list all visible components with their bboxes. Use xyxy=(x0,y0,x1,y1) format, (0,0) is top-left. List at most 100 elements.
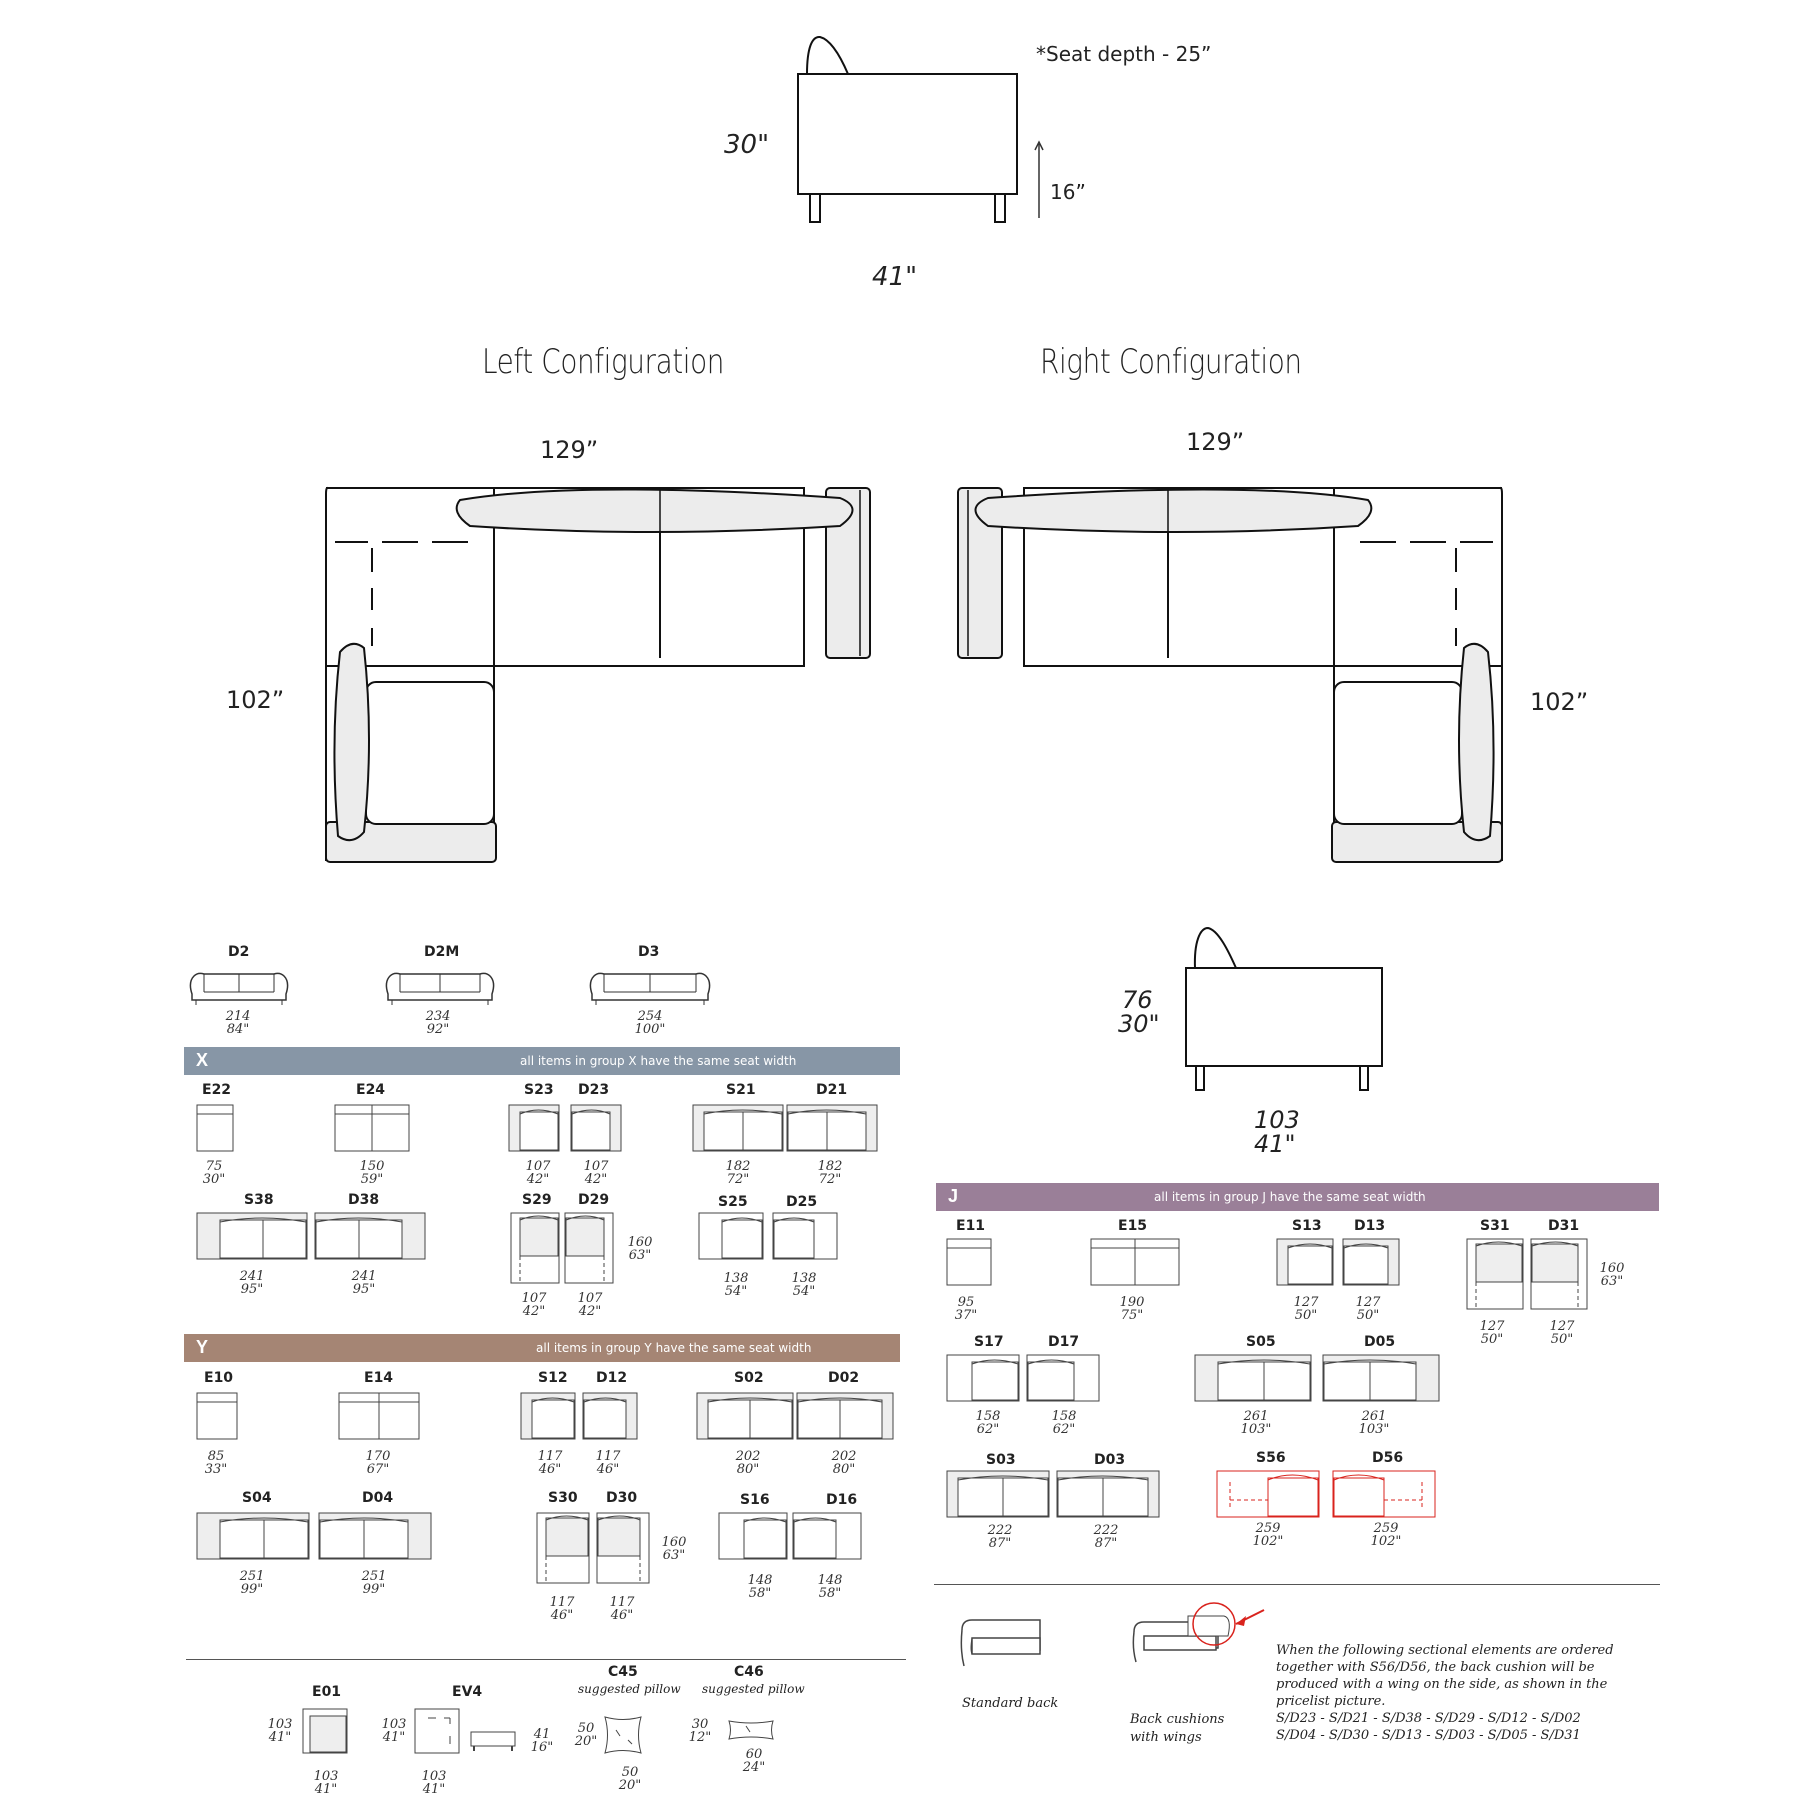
module-d29-icon xyxy=(564,1212,614,1284)
wings-back-label-2: with wings xyxy=(1130,1730,1202,1745)
module-s23-icon xyxy=(508,1104,560,1152)
item-code: S29 xyxy=(522,1192,552,1208)
wings-back-label-1: Back cushions xyxy=(1130,1712,1225,1727)
seat-height-label: 16” xyxy=(1050,180,1086,204)
group-y-header: Y all items in group Y have the same sea… xyxy=(184,1334,900,1362)
left-configuration-title: Left Configuration xyxy=(482,342,725,382)
module-d38-icon xyxy=(314,1212,426,1260)
wings-back-icon xyxy=(1128,1596,1268,1666)
pillow-c46-icon xyxy=(726,1718,776,1742)
module-d23-icon xyxy=(570,1104,622,1152)
side-height-label: 30" xyxy=(724,130,770,160)
left-config-depth: 102” xyxy=(226,686,285,714)
module-d04-icon xyxy=(318,1512,432,1560)
item-code: E15 xyxy=(1118,1218,1148,1234)
group-x-note: all items in group X have the same seat … xyxy=(520,1054,797,1068)
module-e01-icon xyxy=(302,1708,348,1754)
module-d21-icon xyxy=(786,1104,878,1152)
item-code: D16 xyxy=(826,1492,858,1508)
item-code: E01 xyxy=(312,1684,342,1700)
module-s17-icon xyxy=(946,1354,1020,1402)
module-s16-icon xyxy=(718,1512,788,1560)
left-configuration-plan xyxy=(320,480,880,870)
item-code: S16 xyxy=(740,1492,770,1508)
c46-subtitle: suggested pillow xyxy=(702,1682,805,1696)
standard-back-icon xyxy=(958,1610,1044,1670)
group-j-header: J all items in group J have the same sea… xyxy=(936,1183,1659,1211)
item-code: D05 xyxy=(1364,1334,1396,1350)
module-s21-icon xyxy=(692,1104,784,1152)
item-code: S31 xyxy=(1480,1218,1510,1234)
module-s38-icon xyxy=(196,1212,308,1260)
side-bottom-height-cm: 76 xyxy=(1122,986,1153,1014)
item-code: S38 xyxy=(244,1192,274,1208)
sofa-code: D3 xyxy=(638,944,660,960)
module-s29-icon xyxy=(510,1212,560,1284)
sofa-icon xyxy=(382,962,498,1006)
item-code: S02 xyxy=(734,1370,764,1386)
pillow-c45-icon xyxy=(602,1714,644,1756)
right-configuration-plan xyxy=(948,480,1508,870)
item-code: S04 xyxy=(242,1490,272,1506)
item-code: C45 xyxy=(608,1664,638,1680)
item-code: D25 xyxy=(786,1194,818,1210)
module-e10-icon xyxy=(196,1392,238,1440)
item-code: E24 xyxy=(356,1082,386,1098)
left-config-width: 129” xyxy=(540,436,599,464)
item-code: D38 xyxy=(348,1192,380,1208)
seat-height-arrow xyxy=(1032,140,1046,220)
divider-right xyxy=(934,1584,1660,1585)
sofa-code: D2M xyxy=(424,944,460,960)
module-e14-icon xyxy=(338,1392,420,1440)
item-code: S03 xyxy=(986,1452,1016,1468)
module-e24-icon xyxy=(334,1104,410,1152)
item-code: S21 xyxy=(726,1082,756,1098)
side-view-top xyxy=(780,30,1040,230)
group-x-letter: X xyxy=(196,1050,209,1070)
module-d56-icon xyxy=(1332,1470,1436,1518)
module-d05-icon xyxy=(1322,1354,1440,1402)
module-s03-icon xyxy=(946,1470,1050,1518)
seat-depth-note: *Seat depth - 25” xyxy=(1036,42,1212,66)
wing-note-line: produced with a wing on the side, as sho… xyxy=(1276,1677,1608,1692)
wing-note-line: together with S56/D56, the back cushion … xyxy=(1276,1660,1595,1675)
group-y-note: all items in group Y have the same seat … xyxy=(536,1341,812,1355)
module-d31-icon xyxy=(1530,1238,1588,1310)
side-depth-label: 41" xyxy=(872,262,918,292)
item-code: S30 xyxy=(548,1490,578,1506)
item-code: D13 xyxy=(1354,1218,1386,1234)
item-code: S12 xyxy=(538,1370,568,1386)
wing-note-line: S/D23 - S/D21 - S/D38 - S/D29 - S/D12 - … xyxy=(1276,1711,1581,1726)
